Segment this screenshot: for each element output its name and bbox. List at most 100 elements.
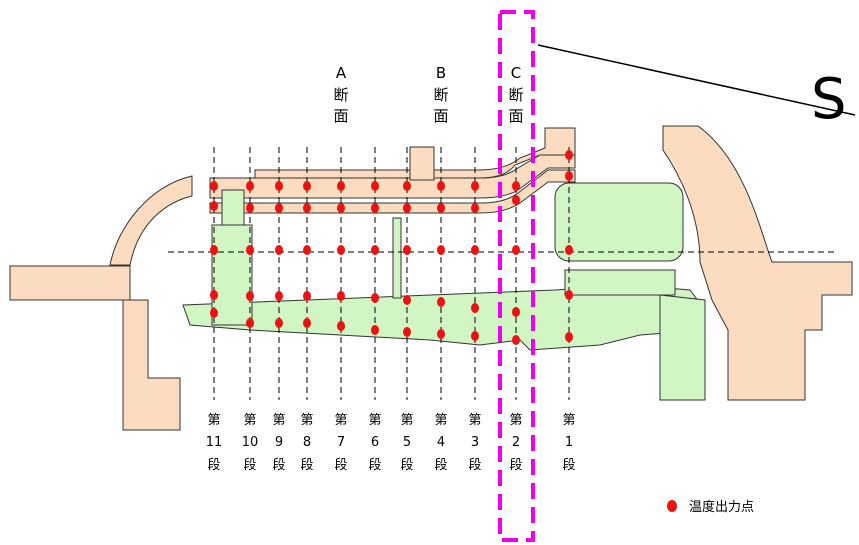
temperature-point <box>337 291 345 301</box>
temperature-point <box>471 181 479 191</box>
temperature-point <box>371 325 379 335</box>
stage-label: 第4段 <box>434 413 447 473</box>
temperature-point <box>403 203 411 213</box>
stage-number: 1 <box>565 435 573 450</box>
section-char: 断 <box>433 86 448 104</box>
temperature-point <box>275 203 283 213</box>
temperature-point <box>371 181 379 191</box>
stage-label: 第 3 段 <box>468 413 481 473</box>
temperature-point <box>471 331 479 341</box>
stage-label: 第2段 <box>509 413 522 473</box>
stage-label: 第 1 段 <box>562 413 575 473</box>
stage-char: 段 <box>562 458 575 473</box>
temperature-point <box>471 203 479 213</box>
stage-char: 段 <box>434 458 447 473</box>
temperature-point <box>371 203 379 213</box>
temperature-point <box>403 181 411 191</box>
temperature-point <box>246 245 254 255</box>
temperature-point <box>210 308 218 318</box>
legend: 温度出力点 <box>667 499 754 515</box>
temperature-point <box>565 150 573 160</box>
section-letter: A <box>336 64 347 82</box>
stage-number: 6 <box>371 435 379 450</box>
temperature-point <box>403 327 411 337</box>
stage-number: 9 <box>275 435 283 450</box>
stage-number: 3 <box>471 435 479 450</box>
temperature-point <box>565 171 573 181</box>
temperature-points <box>210 150 573 345</box>
stage-label: 第 5 段 <box>400 413 413 473</box>
temperature-point <box>303 181 311 191</box>
stage-char: 第 <box>562 413 575 428</box>
stage-char: 第 <box>272 413 285 428</box>
legend-point-icon <box>667 500 677 512</box>
stage-number: 4 <box>437 435 445 450</box>
temperature-point <box>512 181 520 191</box>
temperature-point <box>303 245 311 255</box>
section-label-b: B 断 面 <box>433 64 448 125</box>
stage-char: 段 <box>207 458 220 473</box>
stage-char: 段 <box>272 458 285 473</box>
section-letter: C <box>511 64 521 82</box>
stage-char: 段 <box>400 458 413 473</box>
temperature-point <box>512 335 520 345</box>
rotor-drum <box>182 182 706 401</box>
stage-char: 段 <box>368 458 381 473</box>
temperature-point <box>565 245 573 255</box>
temperature-point <box>437 297 445 307</box>
stage-number: 7 <box>337 435 345 450</box>
temperature-point <box>337 321 345 331</box>
stage-label: 第 7 段 <box>334 413 347 473</box>
legend-label: 温度出力点 <box>689 499 754 515</box>
stage-char: 第 <box>400 413 413 428</box>
temperature-point <box>303 291 311 301</box>
temperature-point <box>275 318 283 328</box>
section-label-a: A 断 面 <box>333 64 348 125</box>
section-char: 面 <box>508 107 523 125</box>
stage-char: 段 <box>468 458 481 473</box>
stage-number: 5 <box>403 435 411 450</box>
stage-char: 段 <box>300 458 313 473</box>
temperature-point <box>471 303 479 313</box>
section-letter: B <box>436 64 446 82</box>
temperature-point <box>565 290 573 300</box>
temperature-point <box>246 291 254 301</box>
temperature-point <box>565 332 573 342</box>
section-label-c: C 断 面 <box>508 64 523 125</box>
temperature-point <box>371 293 379 303</box>
section-char: 断 <box>333 86 348 104</box>
temperature-point <box>512 195 520 205</box>
temperature-point <box>210 181 218 191</box>
section-char: 断 <box>508 86 523 104</box>
temperature-point <box>437 203 445 213</box>
temperature-point <box>337 245 345 255</box>
stage-label: 第 6 段 <box>368 413 381 473</box>
temperature-point <box>471 245 479 255</box>
temperature-point <box>512 307 520 317</box>
right-casing <box>662 125 853 401</box>
stage-number: 2 <box>512 435 520 450</box>
stage-number: 10 <box>242 435 259 450</box>
callout-line <box>537 44 856 116</box>
temperature-point <box>210 245 218 255</box>
stage-label: 第 8 段 <box>300 413 313 473</box>
stage-char: 第 <box>300 413 313 428</box>
stage-char: 第 <box>368 413 381 428</box>
temperature-point <box>437 245 445 255</box>
stage-char: 第 <box>334 413 347 428</box>
stage-number: 8 <box>303 435 311 450</box>
temperature-point <box>437 329 445 339</box>
stage-label: 第 9 段 <box>272 413 285 473</box>
stage-char: 段 <box>509 458 522 473</box>
stage-char: 段 <box>243 458 256 473</box>
stage-char: 段 <box>334 458 347 473</box>
temperature-point <box>275 291 283 301</box>
section-char: 面 <box>433 107 448 125</box>
stage-number: 11 <box>206 435 223 450</box>
temperature-point <box>246 203 254 213</box>
temperature-point <box>210 290 218 300</box>
stage-char: 第 <box>468 413 481 428</box>
